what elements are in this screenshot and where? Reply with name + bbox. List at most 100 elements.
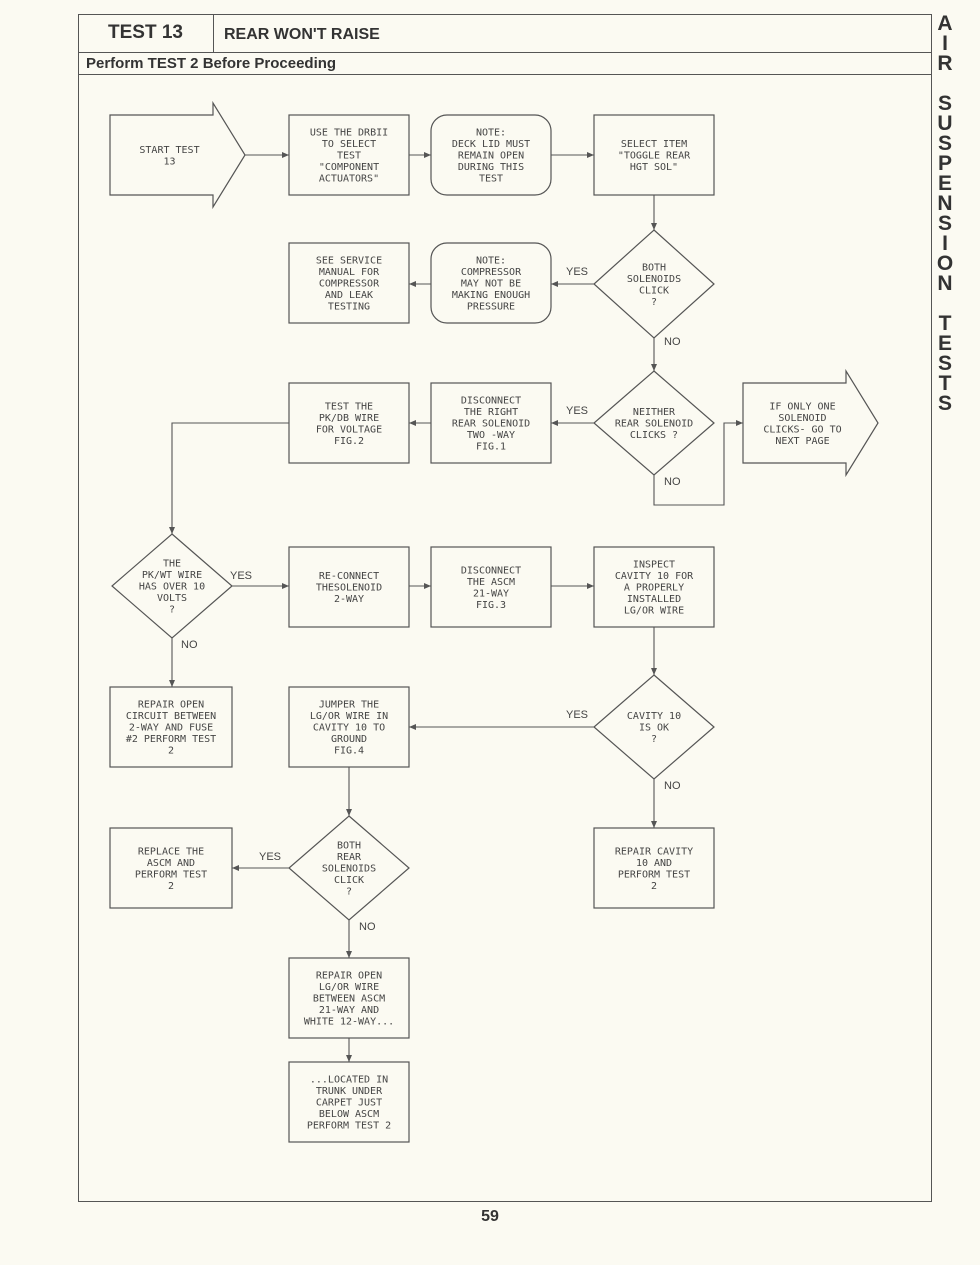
node-text-line: NEITHER bbox=[633, 407, 676, 418]
node-text-line: THE ASCM bbox=[467, 577, 515, 588]
node-outline bbox=[288, 546, 410, 628]
node-text-line: A PROPERLY bbox=[624, 583, 684, 594]
arrowhead bbox=[346, 809, 352, 816]
branch-label-yes: YES bbox=[566, 266, 588, 278]
node-text-line: BOTH bbox=[337, 841, 361, 852]
side-tab-letter: T bbox=[938, 372, 952, 395]
node-text-line: DECK LID MUST bbox=[452, 139, 530, 150]
node-text-line: REAR SOLENOID bbox=[452, 419, 530, 430]
node-text-line: FIG.3 bbox=[476, 600, 506, 611]
arrowhead bbox=[169, 527, 175, 534]
side-tab-letter: T bbox=[938, 312, 952, 335]
branch-label-no: NO bbox=[664, 780, 681, 792]
node-text-line: LG/OR WIRE IN bbox=[310, 711, 388, 722]
node-text-line: FIG.1 bbox=[476, 442, 506, 453]
arrowhead bbox=[651, 364, 657, 371]
arrowhead bbox=[169, 680, 175, 687]
node-text-line: CIRCUIT BETWEEN bbox=[126, 711, 216, 722]
prerequisite-note: Perform TEST 2 Before Proceeding bbox=[86, 55, 337, 72]
node-text-line: SOLENOIDS bbox=[322, 864, 376, 875]
arrowhead bbox=[346, 1055, 352, 1062]
node-text-line: HAS OVER 10 bbox=[139, 582, 205, 593]
node-text-line: REAR bbox=[337, 852, 362, 863]
arrow-outline bbox=[109, 100, 246, 210]
node-text-line: IF ONLY ONE bbox=[769, 401, 835, 412]
arrowhead bbox=[282, 583, 289, 589]
node-outline bbox=[430, 242, 552, 324]
side-tab-letter: U bbox=[937, 112, 953, 135]
node-text-line: USE THE DRBII bbox=[310, 128, 388, 139]
arrowhead bbox=[409, 724, 416, 730]
node-outline bbox=[430, 114, 552, 196]
node-outline bbox=[109, 686, 233, 768]
node-outline bbox=[288, 686, 410, 768]
arrowhead bbox=[587, 152, 594, 158]
node-text-line: COMPRESSOR bbox=[461, 267, 522, 278]
arrowhead bbox=[651, 223, 657, 230]
node-text-line: 2 bbox=[168, 746, 174, 757]
arrowhead bbox=[651, 821, 657, 828]
node-text-line: PK/DB WIRE bbox=[319, 413, 379, 424]
arrowhead bbox=[424, 152, 431, 158]
node-text-line: CAVITY 10 TO bbox=[313, 723, 385, 734]
node-text-line: 13 bbox=[163, 156, 175, 167]
arrowhead bbox=[409, 420, 416, 426]
node-text-line: PERFORM TEST 2 bbox=[307, 1121, 391, 1132]
node-text-line: DISCONNECT bbox=[461, 396, 521, 407]
side-tab-letter: E bbox=[937, 332, 952, 355]
node-text-line: MAY NOT BE bbox=[461, 279, 521, 290]
side-tab-letter: E bbox=[937, 172, 952, 195]
node-text-line: ACTUATORS" bbox=[319, 174, 379, 185]
node-text-line: VOLTS bbox=[157, 593, 187, 604]
side-tab-letter: S bbox=[937, 352, 952, 375]
arrowhead bbox=[409, 281, 416, 287]
decision-outline bbox=[593, 370, 715, 476]
node-text-line: PERFORM TEST bbox=[618, 869, 690, 880]
node-text-line: "COMPONENT bbox=[319, 162, 379, 173]
node-text-line: MAKING ENOUGH bbox=[452, 290, 530, 301]
node-text-line: CAVITY 10 bbox=[627, 711, 681, 722]
branch-label-yes: YES bbox=[259, 851, 281, 863]
node-outline bbox=[288, 382, 410, 464]
node-text-line: 21-WAY AND bbox=[319, 1005, 379, 1016]
node-text-line: FIG.2 bbox=[334, 436, 364, 447]
branch-label-no: NO bbox=[359, 921, 376, 933]
side-tab-letter: P bbox=[937, 152, 952, 175]
node-text-line: PERFORM TEST bbox=[135, 869, 207, 880]
node-text-line: CAVITY 10 FOR bbox=[615, 571, 694, 582]
node-text-line: THESOLENOID bbox=[316, 583, 382, 594]
node-text-line: ASCM AND bbox=[147, 858, 195, 869]
node-text-line: CLICK bbox=[639, 285, 669, 296]
page-number: 59 bbox=[481, 1208, 499, 1225]
side-tab-letter: S bbox=[937, 132, 952, 155]
branch-label-no: NO bbox=[664, 476, 681, 488]
connector-line bbox=[171, 422, 289, 534]
node-text-line: 10 AND bbox=[636, 858, 672, 869]
node-text-line: MANUAL FOR bbox=[319, 267, 380, 278]
header-divider-bottom bbox=[78, 74, 932, 75]
decision-outline bbox=[593, 674, 715, 780]
header-divider bbox=[78, 52, 932, 53]
node-text-line: START TEST bbox=[139, 145, 199, 156]
arrowhead bbox=[551, 420, 558, 426]
flowchart-connectors bbox=[169, 152, 743, 1062]
node-text-line: DISCONNECT bbox=[461, 565, 521, 576]
node-text-line: SELECT ITEM bbox=[621, 139, 687, 150]
connector-line bbox=[653, 422, 743, 506]
node-text-line: REPAIR OPEN bbox=[316, 971, 382, 982]
node-text-line: INSTALLED bbox=[627, 594, 681, 605]
node-text-line: CLICK bbox=[334, 875, 364, 886]
arrow-outline bbox=[742, 368, 879, 478]
